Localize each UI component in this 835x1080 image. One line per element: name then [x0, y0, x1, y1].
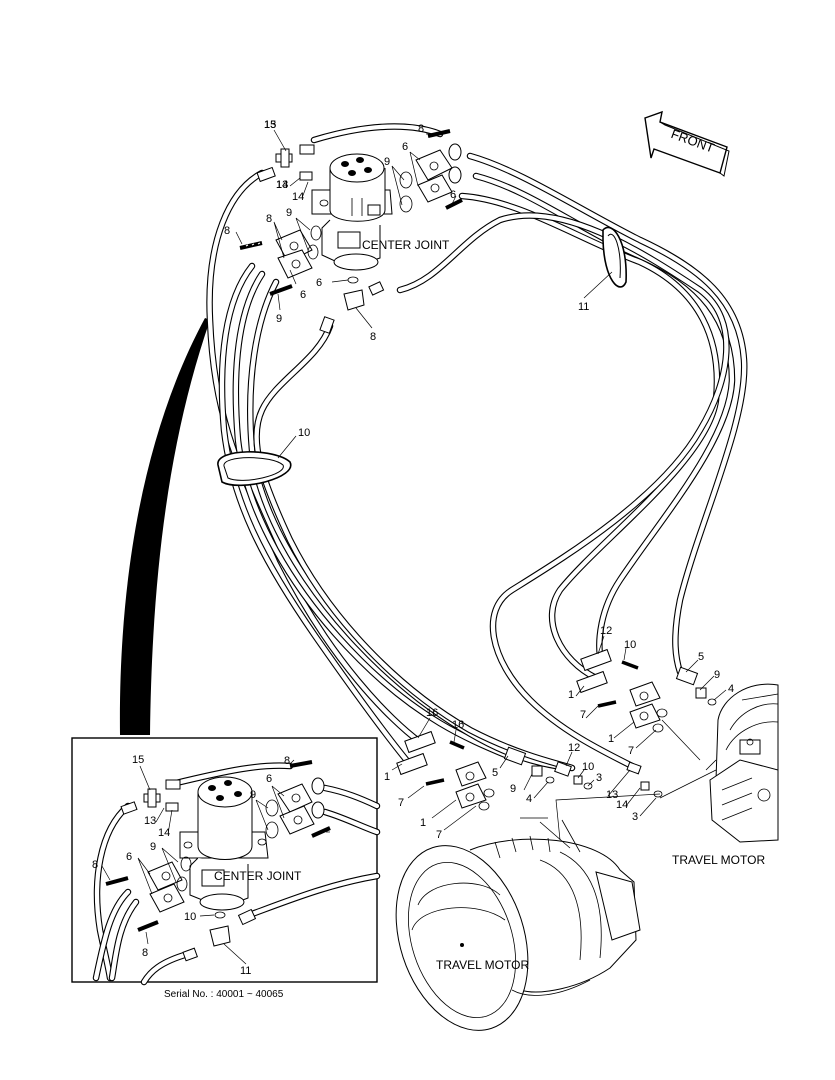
part-callout-inset: 13 [144, 815, 156, 827]
callouts-main: 1513148699688696810111616171759412101717… [224, 119, 734, 841]
part-callout: 13 [264, 119, 276, 131]
part-callout-inset: 10 [184, 911, 196, 923]
front-direction-arrow: FRONT [644, 110, 730, 177]
part-callout: 14 [276, 179, 288, 191]
part-callout: 16 [426, 707, 438, 719]
hydraulic-hose [396, 212, 730, 770]
hose-clamp-right [602, 226, 627, 288]
part-callout: 8 [224, 225, 230, 237]
part-callout-inset: 8 [92, 859, 98, 871]
part-callout: 9 [510, 783, 516, 795]
hydraulic-hose-inner [94, 803, 131, 981]
hydraulic-hose-inner [311, 124, 443, 143]
part-callout: 6 [300, 289, 306, 301]
part-callout: 5 [698, 651, 704, 663]
inset-leader-wedge [119, 318, 210, 735]
part-callout: 9 [384, 156, 390, 168]
part-callout-inset: 14 [158, 827, 170, 839]
part-callout: 7 [398, 797, 404, 809]
serial-number-text: Serial No. : 40001 ~ 40065 [164, 989, 284, 1000]
travel-motor-bottom [395, 819, 641, 1031]
part-callout: 14 [292, 191, 304, 203]
part-callout: 10 [582, 761, 594, 773]
fittings-main [239, 129, 463, 334]
part-callout: 7 [628, 745, 634, 757]
part-callout-inset: 6 [266, 773, 272, 785]
fittings-lower-right [576, 648, 717, 733]
part-callout: 1 [384, 771, 390, 783]
part-callout: 1 [608, 733, 614, 745]
part-callout: 7 [580, 709, 586, 721]
part-callout: 10 [624, 639, 636, 651]
part-callout: 11 [578, 301, 589, 313]
hydraulic-hose [253, 322, 576, 772]
part-callout: 9 [714, 669, 720, 681]
center-joint-main [311, 153, 393, 271]
part-callout-inset: 8 [284, 755, 290, 767]
hydraulic-hose-inner [219, 263, 411, 765]
part-callout: 3 [596, 772, 602, 784]
center-joint-label-inset: CENTER JOINT [214, 869, 302, 883]
part-callout: 13 [276, 179, 288, 191]
part-callout: 3 [632, 811, 638, 823]
fittings-inset [105, 760, 331, 962]
part-callout: 4 [526, 793, 532, 805]
travel-motor-label-right: TRAVEL MOTOR [672, 853, 765, 867]
part-callout: 13 [606, 789, 618, 801]
hose-clamp-center [217, 451, 292, 487]
travel-motor-right [705, 683, 779, 843]
part-callout-inset: 8 [142, 947, 148, 959]
part-callout: 15 [264, 119, 276, 131]
hydraulic-hose-inner [322, 785, 380, 809]
part-callout: 1 [420, 817, 426, 829]
hydraulic-hose-inner [109, 899, 139, 981]
hydraulic-hose-inner [93, 889, 131, 981]
part-callout: 6 [316, 277, 322, 289]
part-callout: 16 [452, 719, 464, 731]
part-callout: 8 [418, 123, 424, 135]
part-callout: 12 [568, 742, 580, 754]
hydraulic-hose-inner [322, 809, 380, 835]
part-callout: 5 [492, 767, 498, 779]
hydraulic-hose [247, 278, 560, 770]
hydraulic-hose-inner [233, 271, 511, 759]
hydraulic-hose-inner [249, 873, 380, 917]
travel-motor-label-bottom: TRAVEL MOTOR [436, 958, 529, 972]
hydraulic-hose-inner [397, 213, 729, 769]
hydraulic-hose-inner [248, 279, 559, 769]
center-joint-inset [179, 776, 269, 911]
part-callout-inset: 9 [150, 841, 156, 853]
hydraulic-hose [218, 262, 412, 766]
part-callout: 6 [402, 141, 408, 153]
part-callout: 12 [600, 625, 612, 637]
part-callout: 4 [728, 683, 734, 695]
hydraulic-hose-inner [141, 951, 191, 985]
part-callout: 8 [370, 331, 376, 343]
part-callout: 9 [276, 313, 282, 325]
part-callout: 10 [298, 427, 310, 439]
hose-bundle-main [206, 123, 748, 772]
part-callout: 8 [266, 213, 272, 225]
center-joint-label: CENTER JOINT [362, 238, 450, 252]
part-callout-inset: 6 [126, 851, 132, 863]
callout-leaders-inset [101, 759, 330, 965]
part-callout: 14 [616, 799, 628, 811]
part-callout: 6 [450, 189, 456, 201]
part-callout-inset: 15 [132, 754, 144, 766]
callout-leaders-main [235, 129, 727, 841]
part-callout: 1 [568, 689, 574, 701]
hydraulic-hose-inner [467, 153, 747, 675]
part-callout-inset: 11 [240, 965, 251, 977]
hydraulic-hose-inner [254, 323, 575, 771]
fittings-lower-left [396, 730, 663, 811]
part-callout: 9 [286, 207, 292, 219]
part-callout-inset: 9 [250, 789, 256, 801]
part-callout: 7 [436, 829, 442, 841]
hydraulic-hose-inner [169, 763, 293, 787]
